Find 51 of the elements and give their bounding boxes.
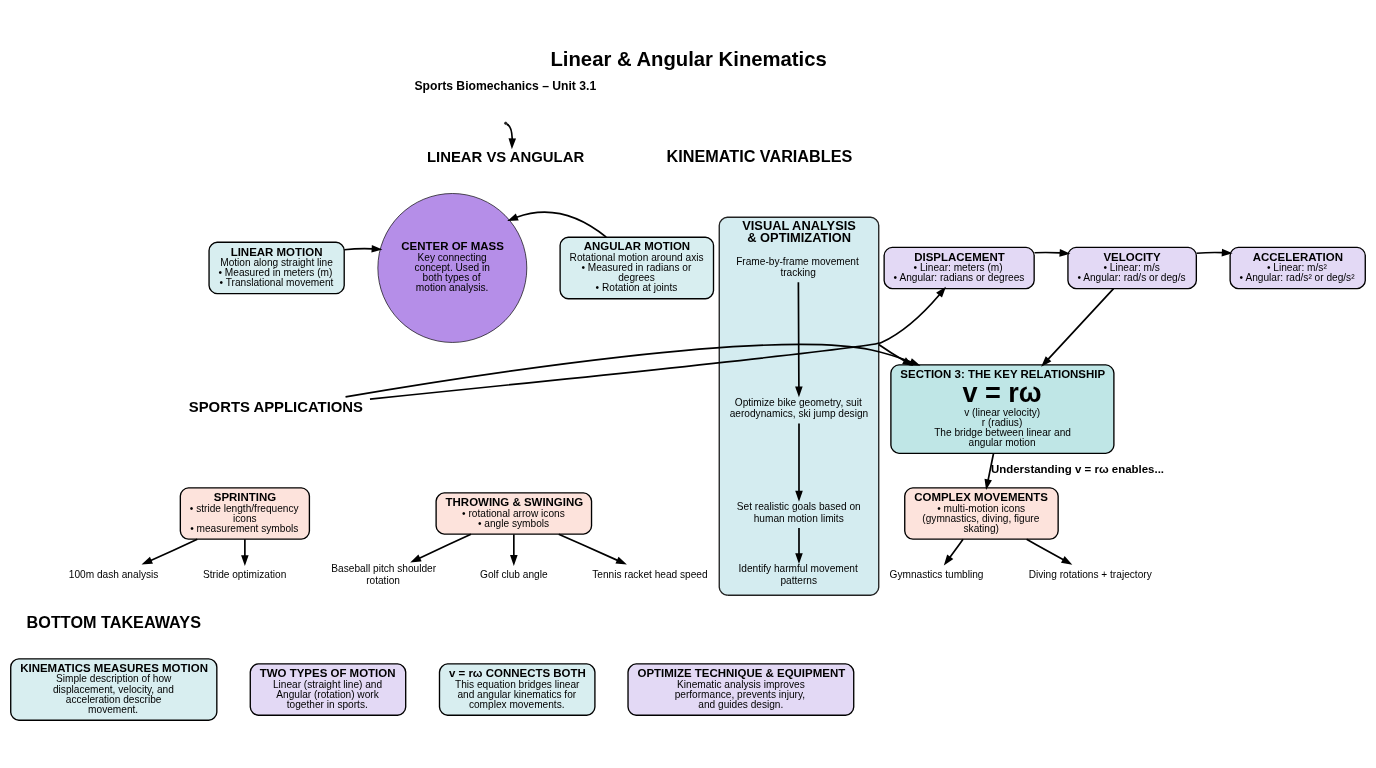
node-text: Optimize bike geometry, suit aerodynamics, ski jump design	[729, 396, 869, 420]
node-text: Frame-by-frame movement tracking	[736, 255, 859, 279]
arrow	[877, 343, 914, 367]
node-text: Set realistic goals based on human motion limits	[736, 501, 861, 524]
node-box: ACCELERATION • Linear: m/s² • Angular: rad/s² or deg/s²	[1229, 246, 1366, 290]
arrow	[141, 538, 199, 565]
arrow	[795, 422, 803, 502]
node-circle: CENTER OF MASS Key connecting concept. Used in both types of motion analysis.	[377, 193, 528, 343]
node-box: SECTION 3: THE KEY RELATIONSHIP v = rω v (linear velocity) r (radius) The bridge between linear and angular motion	[890, 364, 1115, 455]
node-box: COMPLEX MOVEMENTS • multi-motion icons (gymnastics, diving, figure skating)	[904, 487, 1059, 540]
node-text: LINEAR VS ANGULAR	[426, 149, 585, 166]
arrow	[1025, 538, 1073, 565]
node-box: THROWING & SWINGING • rotational arrow icons • angle symbols	[435, 492, 593, 535]
arrow	[1041, 287, 1115, 367]
node-box: v = rω CONNECTS BOTH This equation bridges linear and angular kinematics for complex movements.	[438, 663, 596, 716]
node-text: Gymnastics tumbling	[889, 569, 984, 581]
arrow	[557, 533, 627, 565]
arrow	[984, 452, 995, 491]
node-text: Baseball pitch shoulder rotation	[331, 563, 437, 586]
node-text: Golf club angle	[480, 569, 548, 581]
node-box: DISPLACEMENT • Linear: meters (m) • Angular: radians or degrees	[883, 246, 1035, 290]
node-text: Tennis racket head speed	[592, 569, 708, 581]
node-box: ANGULAR MOTION Rotational motion around axis • Measured in radians or degrees • Rotation at joints	[559, 236, 715, 300]
edge-label: Understanding v = rω enables...	[990, 462, 1165, 475]
arrow	[795, 527, 803, 565]
node-box: LINEAR MOTION Motion along straight line • Measured in meters (m) • Translational movement	[208, 241, 345, 295]
arrow	[241, 538, 249, 566]
node-box: TWO TYPES OF MOTION Linear (straight line) and Angular (rotation) work together in sports.	[249, 663, 407, 716]
node-text: Stride optimization	[202, 569, 287, 581]
arrow	[369, 286, 946, 400]
arrow	[343, 245, 383, 253]
diagram-title: Linear & Angular Kinematics	[550, 47, 827, 70]
arrow	[1033, 249, 1071, 257]
label: KINEMATIC VARIABLES	[666, 147, 853, 166]
arrow	[410, 533, 472, 563]
label: BOTTOM TAKEAWAYS	[26, 612, 201, 631]
node-text: Identify harmful movement patterns	[738, 563, 858, 586]
arrow	[1195, 248, 1233, 257]
node-text: 100m dash analysis	[68, 569, 159, 581]
node-text: SPORTS APPLICATIONS	[188, 399, 363, 416]
arrow	[344, 343, 921, 398]
node-text: Diving rotations + trajectory	[1028, 569, 1152, 581]
label: Sports Biomechanics – Unit 3.1	[414, 78, 597, 93]
arrow	[510, 533, 518, 566]
node-box: SPRINTING • stride length/frequency icons • measurement symbols	[179, 487, 311, 540]
node-box: OPTIMIZE TECHNIQUE & EQUIPMENT Kinematic analysis improves performance, prevents injury, and guides design.	[627, 663, 855, 716]
arrow	[507, 211, 608, 238]
arrow	[943, 538, 964, 566]
node-box: VELOCITY • Linear: m/s • Angular: rad/s or deg/s	[1067, 246, 1197, 290]
arrow	[795, 281, 803, 398]
node-box: KINEMATICS MEASURES MOTION Simple description of how displacement, velocity, and acceleration describe movement.	[10, 658, 218, 721]
